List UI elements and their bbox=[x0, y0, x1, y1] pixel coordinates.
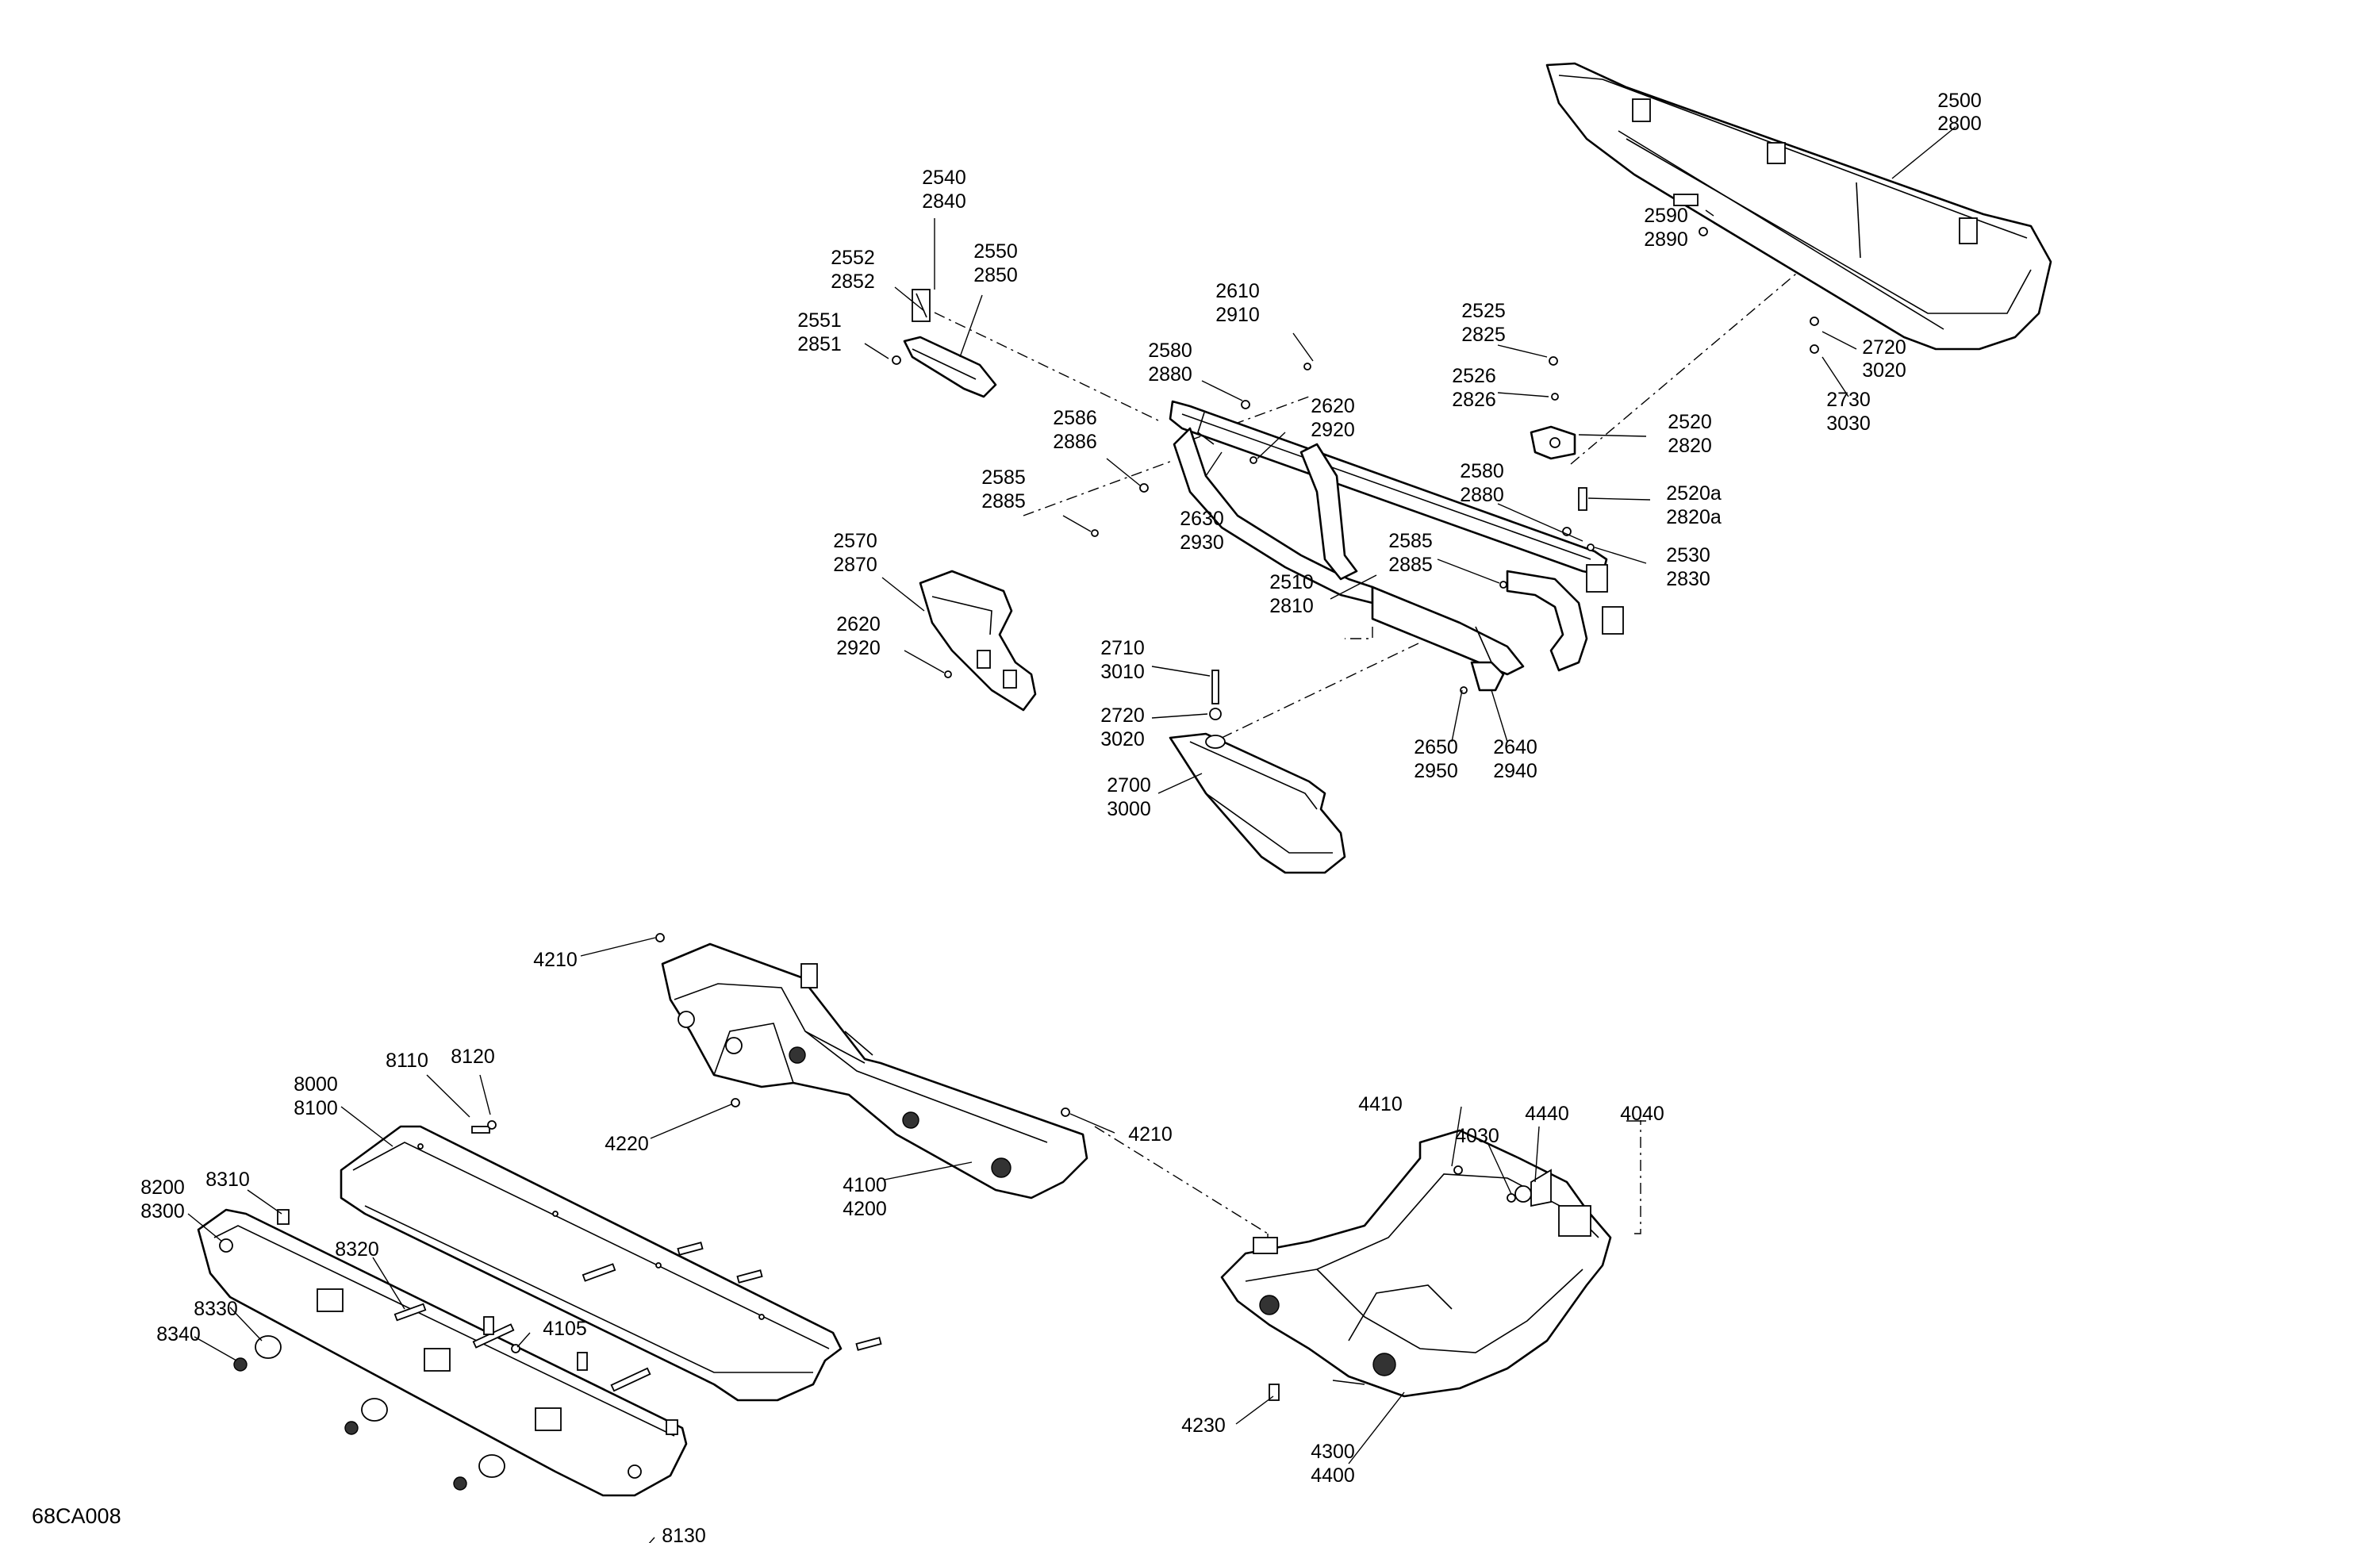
rear-frame-2510 bbox=[1169, 400, 1624, 676]
callout-4230: 4230 bbox=[1181, 1414, 1226, 1437]
callout-4030: 4030 bbox=[1455, 1125, 1499, 1147]
callout-8110: 8110 bbox=[386, 1050, 428, 1072]
callout-8310: 8310 bbox=[205, 1169, 250, 1191]
upper-door-panel-2500 bbox=[1545, 62, 2052, 351]
strap-bracket-2550 bbox=[903, 289, 997, 398]
mid-channel-4100 bbox=[661, 942, 1088, 1199]
callout-8120: 8120 bbox=[451, 1046, 495, 1068]
callout-8320: 8320 bbox=[335, 1238, 379, 1261]
callout-8330: 8330 bbox=[194, 1298, 238, 1320]
callout-4210-right: 4210 bbox=[1128, 1123, 1173, 1146]
callout-8130: 8130 bbox=[662, 1525, 706, 1543]
side-bracket-2570 bbox=[919, 570, 1037, 712]
callout-4210-left: 4210 bbox=[533, 949, 578, 971]
callout-4410: 4410 bbox=[1358, 1093, 1403, 1115]
bracket-2640 bbox=[1470, 661, 1505, 692]
bracket-2520 bbox=[1530, 425, 1576, 460]
callout-4220: 4220 bbox=[605, 1133, 649, 1155]
assembly-lines bbox=[934, 269, 1802, 1261]
callout-8340: 8340 bbox=[156, 1323, 201, 1345]
rear-skid-4300 bbox=[1220, 1129, 1612, 1398]
rocker-panel-8000 bbox=[340, 1125, 843, 1402]
leader-lines bbox=[187, 126, 1956, 1543]
fasteners-upper bbox=[892, 227, 1819, 720]
callout-4105: 4105 bbox=[543, 1318, 587, 1340]
drawing-code: 68CA008 bbox=[32, 1504, 121, 1528]
step-bracket-2700 bbox=[1169, 732, 1346, 874]
callout-4440: 4440 bbox=[1525, 1103, 1569, 1125]
callout-4040: 4040 bbox=[1620, 1103, 1664, 1125]
fasteners-lower bbox=[233, 933, 1516, 1491]
rocker-panel-8200 bbox=[197, 1208, 688, 1497]
